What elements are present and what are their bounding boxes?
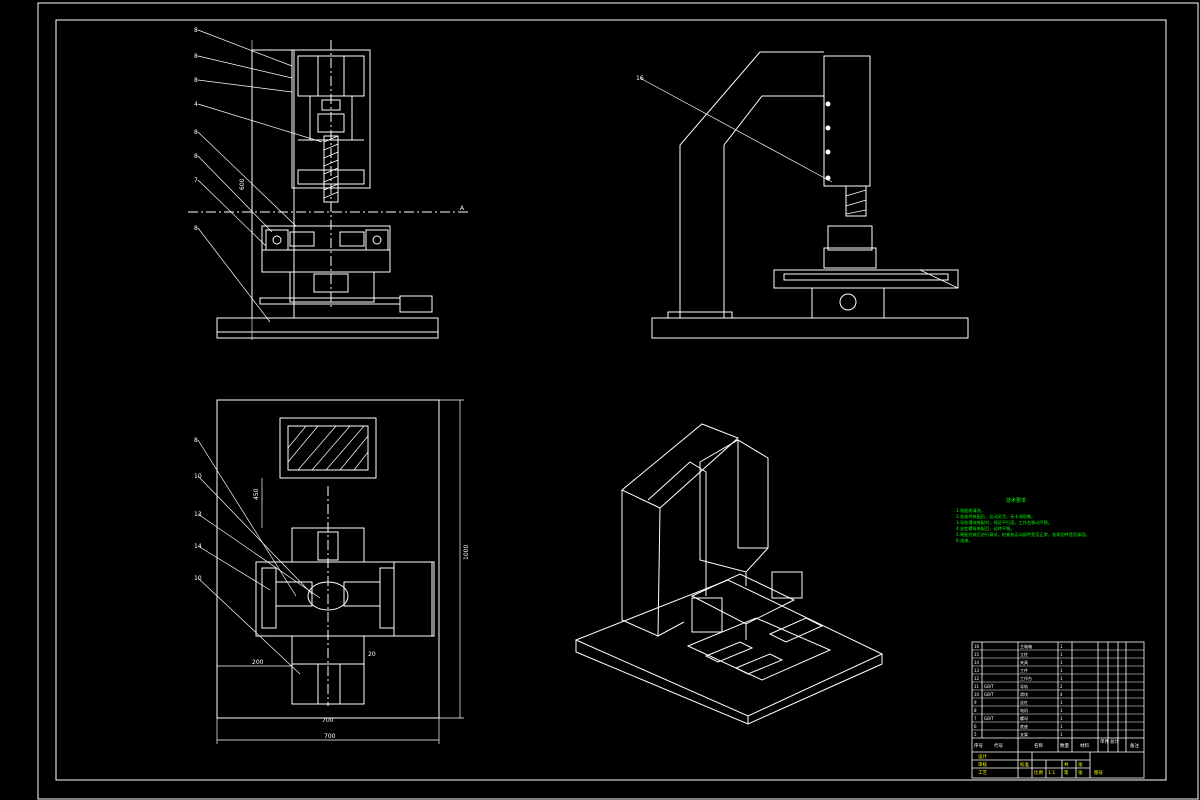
front-balloon-5: 8 — [194, 129, 198, 136]
tb-label-review: 审核 — [978, 761, 987, 768]
front-dim-horizontal: A — [460, 205, 465, 212]
isometric-view — [574, 423, 884, 725]
tb-label-sheet-no: 第 — [1064, 769, 1069, 776]
top-dim-bottom: 700 — [324, 733, 336, 740]
tb-cell-qty: 1 — [1060, 700, 1063, 705]
tb-cell-name: 工件 — [1020, 667, 1028, 673]
top-balloon-4: 14 — [194, 543, 202, 550]
tb-header-total: 总计 — [1110, 738, 1119, 745]
front-balloon-7: 7 — [194, 177, 198, 184]
tb-cell-qty: 1 — [1060, 660, 1063, 665]
tb-header-material: 材料 — [1080, 742, 1089, 749]
top-dim-gap: 700 — [322, 717, 334, 724]
front-balloon-3: 8 — [194, 77, 198, 84]
tb-label-sheet: 张 — [1078, 769, 1083, 776]
tb-cell-name: 立柱 — [1020, 651, 1028, 657]
tb-cell-code: GB/T — [984, 692, 994, 697]
tb-label-drawing-no: 图号 — [1094, 770, 1103, 776]
tb-label-sheets: 张 — [1078, 761, 1083, 768]
tb-cell-name: 夹具 — [1020, 659, 1028, 665]
tb-cell-name: 滑块 — [1020, 691, 1028, 697]
tb-cell-name: 丝杠 — [1020, 699, 1028, 705]
side-balloon-1: 16 — [636, 75, 644, 82]
tb-cell-qty: 1 — [1060, 652, 1063, 657]
notes-line: 4.丝杠螺母装配后，运转平稳。 — [956, 525, 1014, 532]
front-view — [188, 29, 468, 340]
top-balloon-3: 13 — [194, 511, 202, 518]
top-balloon-5: 10 — [194, 575, 202, 582]
tb-cell-no: 12 — [974, 676, 980, 681]
tb-cell-name: 支架 — [1020, 731, 1028, 737]
tb-cell-name: 导轨 — [1020, 683, 1028, 689]
tb-cell-no: 11 — [974, 684, 980, 689]
tb-cell-no: 6 — [974, 724, 977, 729]
notes-line: 1.装配前清洗。 — [956, 507, 985, 514]
tb-cell-no: 16 — [974, 644, 980, 649]
tb-cell-name: 工作台 — [1020, 675, 1032, 681]
tb-label-process: 工艺 — [978, 770, 987, 776]
tb-header-code: 代号 — [994, 742, 1003, 749]
top-balloon-1: 8 — [194, 437, 198, 444]
tb-label-design: 设计 — [978, 753, 987, 760]
tb-header-no: 序号 — [974, 742, 983, 749]
notes-line: 6.油漆。 — [956, 537, 973, 544]
front-dim-vertical: 600 — [239, 178, 246, 190]
tb-cell-no: 8 — [974, 708, 977, 713]
tb-cell-name: 螺母 — [1020, 715, 1028, 721]
front-balloon-4: 4 — [194, 101, 198, 108]
tb-label-scale-value: 1:1 — [1048, 770, 1055, 776]
notes-line: 5.装配完成后进行调试，检查各运动部件是否正常，各紧固件是否紧固。 — [956, 531, 1090, 538]
front-balloon-6: 8 — [194, 153, 198, 160]
tb-cell-qty: 2 — [1060, 684, 1063, 689]
tb-cell-no: 9 — [974, 700, 977, 705]
tb-cell-name: 电机 — [1020, 707, 1028, 713]
tb-cell-no: 15 — [974, 652, 980, 657]
notes-line: 2.各部件装配后，运动灵活，无卡滞现象。 — [956, 513, 1035, 520]
top-view — [197, 399, 464, 744]
tb-cell-qty: 1 — [1060, 732, 1063, 737]
tb-cell-qty: 1 — [1060, 724, 1063, 729]
tb-cell-no: 10 — [974, 692, 980, 697]
tb-cell-name: 底座 — [1020, 723, 1028, 729]
tb-cell-qty: 1 — [1060, 668, 1063, 673]
top-dim-side: 20 — [368, 651, 376, 658]
tb-header-unit: 单件 — [1100, 738, 1109, 745]
front-balloon-2: 8 — [194, 53, 198, 60]
tb-cell-qty: 1 — [1060, 644, 1063, 649]
front-balloon-8: 8 — [194, 225, 198, 232]
top-balloon-2: 10 — [194, 473, 202, 480]
tb-cell-name: 主轴箱 — [1020, 643, 1032, 649]
top-dim-offset: 200 — [252, 659, 264, 666]
tb-cell-no: 13 — [974, 668, 980, 673]
top-dim-height: 1000 — [463, 545, 470, 560]
tb-header-name: 名称 — [1034, 742, 1043, 749]
notes-line: 3.导轨滑块装配时，保证平行度，工作台移动平稳。 — [956, 519, 1052, 526]
front-balloon-1: 8 — [194, 27, 198, 34]
tb-cell-no: 7 — [974, 716, 977, 721]
tb-cell-qty: 1 — [1060, 716, 1063, 721]
tb-header-qty: 数量 — [1060, 742, 1069, 749]
tb-cell-qty: 1 — [1060, 708, 1063, 713]
notes-title: 技术要求 — [1006, 497, 1026, 504]
tb-cell-qty: 1 — [1060, 676, 1063, 681]
tb-label-total: 共 — [1064, 761, 1069, 768]
tb-label-scale: 比例 — [1034, 769, 1043, 776]
side-view — [639, 51, 969, 339]
tb-cell-qty: 4 — [1060, 692, 1063, 697]
tb-header-remark: 备注 — [1130, 742, 1139, 749]
top-dim-inner: 450 — [253, 488, 260, 500]
tb-cell-no: 14 — [974, 660, 980, 665]
tb-label-standard: 标准 — [1020, 761, 1029, 768]
tb-cell-no: 5 — [974, 732, 977, 737]
outer-border — [37, 2, 1199, 800]
tb-cell-code: GB/T — [984, 716, 994, 721]
inner-border — [55, 19, 1167, 781]
tb-cell-code: GB/T — [984, 684, 994, 689]
